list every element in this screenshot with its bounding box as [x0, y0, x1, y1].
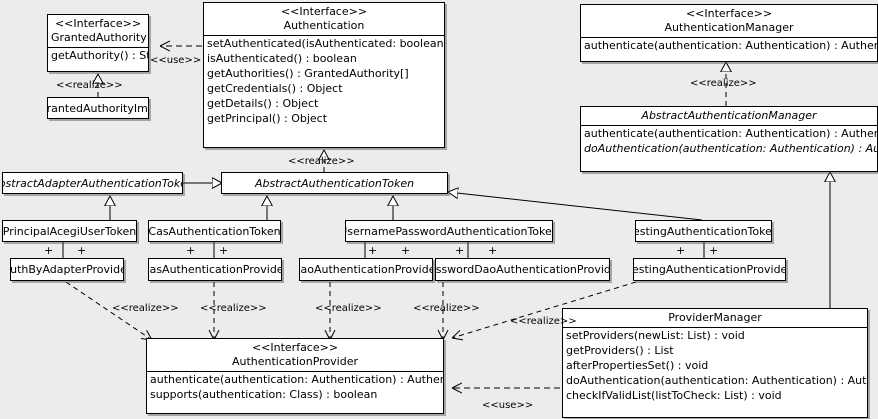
- class-name: AbstractAuthenticationToken: [254, 176, 415, 190]
- label-realize-grantedauthorityimpl: <<realize>>: [56, 80, 123, 91]
- compartment-separator: [48, 47, 148, 48]
- class-name: TestingAuthenticationProvider: [633, 263, 786, 276]
- class-provider-manager[interactable]: ProviderManager setProviders(newList: Li…: [562, 308, 868, 418]
- class-header: ProviderManager: [563, 309, 867, 327]
- label-realize-cas-provider: <<realize>>: [200, 303, 267, 314]
- class-name: CasAuthenticationToken: [148, 224, 281, 238]
- class-name: AbstractAuthenticationManager: [641, 109, 817, 122]
- class-principal-acegi-user-token[interactable]: PrincipalAcegiUserToken: [2, 220, 137, 242]
- class-name: DaoAuthenticationProvider: [299, 263, 433, 276]
- class-name: Authentication: [283, 19, 365, 32]
- class-granted-authority[interactable]: <<Interface>> GrantedAuthority getAuthor…: [47, 14, 149, 72]
- class-name: CasAuthenticationProvider: [148, 263, 282, 276]
- class-abstract-authentication-manager[interactable]: AbstractAuthenticationManager authentica…: [580, 106, 878, 172]
- interface-stereotype: <<Interface>>: [251, 341, 339, 354]
- class-testing-authentication-provider[interactable]: TestingAuthenticationProvider: [633, 258, 786, 281]
- class-name: PrincipalAcegiUserToken: [2, 224, 137, 238]
- method-get-providers: getProviders() : List: [566, 344, 674, 357]
- method-set-authenticated: setAuthenticated(isAuthenticated: boolea…: [207, 37, 445, 50]
- class-name: ProviderManager: [668, 311, 762, 324]
- class-password-dao-authentication-provider[interactable]: PasswordDaoAuthenticationProvider: [435, 258, 610, 281]
- class-header: <<Interface>> AuthenticationProvider: [147, 339, 443, 371]
- class-username-password-authentication-token[interactable]: UsernamePasswordAuthenticationToken: [345, 220, 553, 242]
- class-header: <<Interface>> GrantedAuthority: [48, 15, 148, 47]
- interface-stereotype: <<Interface>>: [280, 5, 368, 18]
- method-do-authentication: doAuthentication(authentication: Authent…: [566, 374, 867, 387]
- interface-stereotype: <<Interface>>: [685, 7, 773, 20]
- compartment-separator: [147, 371, 443, 372]
- method-is-authenticated: isAuthenticated() : boolean: [207, 52, 357, 65]
- association-adornment: +: [368, 244, 378, 257]
- association-adornment: +: [488, 244, 498, 257]
- method-authenticate: authenticate(authentication: Authenticat…: [150, 373, 443, 386]
- association-adornment: +: [77, 244, 87, 257]
- class-header: <<Interface>> AuthenticationManager: [581, 5, 877, 37]
- class-abstract-authentication-token[interactable]: AbstractAuthenticationToken: [221, 172, 448, 194]
- class-cas-authentication-token[interactable]: CasAuthenticationToken: [148, 220, 281, 242]
- method-get-principal: getPrincipal() : Object: [207, 112, 328, 125]
- class-name: AbstractAdapterAuthenticationToken: [3, 176, 182, 190]
- class-authentication[interactable]: <<Interface>> Authentication setAuthenti…: [203, 2, 445, 148]
- association-adornment: +: [219, 244, 229, 257]
- association-adornment: +: [401, 244, 411, 257]
- compartment-separator: [204, 35, 444, 36]
- class-name: UsernamePasswordAuthenticationToken: [345, 224, 553, 238]
- association-adornment: +: [186, 244, 196, 257]
- label-use-authentication-grantedauthority: <<use>>: [150, 55, 202, 66]
- method-do-authentication: doAuthentication(authentication: Authent…: [584, 142, 877, 155]
- class-auth-by-adapter-provider[interactable]: AuthByAdapterProvider: [10, 258, 124, 281]
- class-name: GrantedAuthorityImpl: [47, 101, 148, 115]
- method-authenticate: authenticate(authentication: Authenticat…: [584, 127, 877, 140]
- class-testing-authentication-token[interactable]: TestingAuthenticationToken: [635, 220, 772, 242]
- association-adornment: +: [676, 244, 686, 257]
- compartment-separator: [581, 37, 877, 38]
- method-authenticate: authenticate(authentication: Authenticat…: [584, 39, 877, 52]
- method-check-if-valid-list: checkIfValidList(listToCheck: List) : vo…: [566, 389, 782, 402]
- class-authentication-provider[interactable]: <<Interface>> AuthenticationProvider aut…: [146, 338, 444, 414]
- label-realize-abstract-token-authentication: <<realize>>: [288, 156, 355, 167]
- label-realize-passworddao-provider: <<realize>>: [413, 303, 480, 314]
- class-cas-authentication-provider[interactable]: CasAuthenticationProvider: [148, 258, 282, 281]
- class-dao-authentication-provider[interactable]: DaoAuthenticationProvider: [299, 258, 433, 281]
- class-granted-authority-impl[interactable]: GrantedAuthorityImpl: [47, 97, 149, 119]
- interface-stereotype: <<Interface>>: [54, 17, 142, 30]
- class-authentication-manager[interactable]: <<Interface>> AuthenticationManager auth…: [580, 4, 878, 62]
- method-get-details: getDetails() : Object: [207, 97, 319, 110]
- method-get-authorities: getAuthorities() : GrantedAuthority[]: [207, 67, 409, 80]
- class-header: <<Interface>> Authentication: [204, 3, 444, 35]
- label-realize-testing-provider: <<realize>>: [510, 316, 577, 327]
- class-name: AuthenticationProvider: [231, 355, 359, 368]
- label-realize-abstract-auth-manager: <<realize>>: [690, 78, 757, 89]
- class-name: PasswordDaoAuthenticationProvider: [435, 263, 609, 276]
- association-adornment: +: [455, 244, 465, 257]
- class-name: TestingAuthenticationToken: [635, 224, 772, 238]
- label-realize-authbyadapter: <<realize>>: [112, 303, 179, 314]
- class-header: AbstractAuthenticationManager: [581, 107, 877, 125]
- method-supports: supports(authentication: Class) : boolea…: [150, 388, 378, 401]
- association-adornment: +: [709, 244, 719, 257]
- method-get-authority: getAuthority() : String: [51, 49, 148, 62]
- label-use-providermanager-authenticationprovider: <<use>>: [482, 400, 534, 411]
- class-name: AuthenticationManager: [664, 21, 794, 34]
- method-set-providers: setProviders(newList: List) : void: [566, 329, 745, 342]
- class-name: GrantedAuthority: [51, 31, 147, 44]
- compartment-separator: [563, 327, 867, 328]
- label-realize-dao-provider: <<realize>>: [315, 303, 382, 314]
- class-abstract-adapter-authentication-token[interactable]: AbstractAdapterAuthenticationToken: [2, 172, 183, 194]
- method-after-properties-set: afterPropertiesSet() : void: [566, 359, 709, 372]
- association-adornment: +: [44, 244, 54, 257]
- method-get-credentials: getCredentials() : Object: [207, 82, 343, 95]
- compartment-separator: [581, 125, 877, 126]
- class-name: AuthByAdapterProvider: [10, 263, 123, 276]
